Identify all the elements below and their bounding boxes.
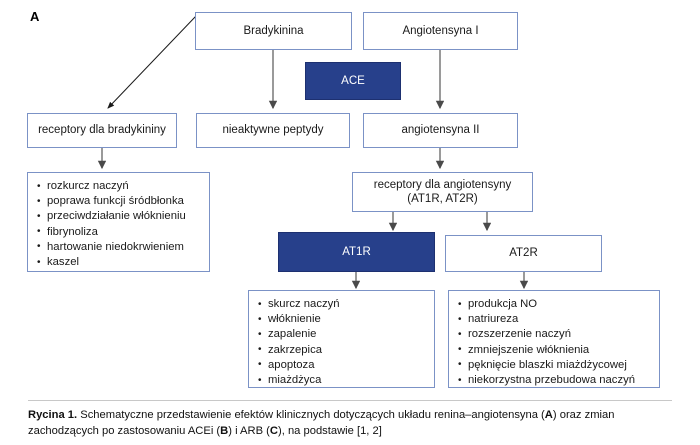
list-item: rozkurcz naczyń xyxy=(36,178,203,194)
caption-divider xyxy=(28,400,672,401)
node-at2r: AT2R xyxy=(445,235,602,272)
panel-label-a: A xyxy=(30,9,40,24)
list-at2r-effects: produkcja NO natriureza rozszerzenie nac… xyxy=(448,290,660,388)
node-nieaktywne-peptydy: nieaktywne peptydy xyxy=(196,113,350,148)
list-item: pęknięcie blaszki miażdżycowej xyxy=(457,357,653,373)
receptory-angiotensyny-line1: receptory dla angiotensyny xyxy=(373,178,512,191)
receptory-angiotensyny-line2: (AT1R, AT2R) xyxy=(407,193,478,205)
node-receptory-bradykininy: receptory dla bradykininy xyxy=(27,113,177,148)
list-item: włóknienie xyxy=(257,312,428,327)
list-item: produkcja NO xyxy=(457,296,653,312)
node-at1r: AT1R xyxy=(278,232,435,272)
bradykinin-effects-items: rozkurcz naczyń poprawa funkcji śródbłon… xyxy=(36,178,203,270)
caption-bold-a: A xyxy=(544,409,553,421)
node-receptory-angiotensyny: receptory dla angiotensyny (AT1R, AT2R) xyxy=(352,172,533,212)
node-ace: ACE xyxy=(305,62,401,100)
caption-text-1: Schematyczne przedstawienie efektów klin… xyxy=(77,409,545,421)
list-item: natriureza xyxy=(457,312,653,327)
list-item: zmniejszenie włóknienia xyxy=(457,342,653,358)
at1r-effects-items: skurcz naczyń włóknienie zapalenie zakrz… xyxy=(257,296,428,388)
node-angiotensyna-i: Angiotensyna I xyxy=(363,12,518,50)
list-item: niekorzystna przebudowa naczyń xyxy=(457,373,653,388)
caption-bold-c: C xyxy=(269,425,278,437)
list-item: fibrynoliza xyxy=(36,224,203,240)
caption-text-3: ) i ARB ( xyxy=(228,425,270,437)
caption-bold-b: B xyxy=(220,425,229,437)
caption-text-2: ) oraz zmian zachodzących po zastosowani… xyxy=(28,409,615,437)
list-item: przeciwdziałanie włóknieniu xyxy=(36,209,203,224)
list-item: poprawa funkcji śródbłonka xyxy=(36,194,203,209)
list-item: zapalenie xyxy=(257,327,428,342)
list-at1r-effects: skurcz naczyń włóknienie zapalenie zakrz… xyxy=(248,290,435,388)
list-item: skurcz naczyń xyxy=(257,296,428,312)
list-bradykinin-effects: rozkurcz naczyń poprawa funkcji śródbłon… xyxy=(27,172,210,272)
list-item: hartowanie niedokrwieniem xyxy=(36,239,203,255)
list-item: apoptoza xyxy=(257,357,428,373)
node-bradykinina: Bradykinina xyxy=(195,12,352,50)
caption-figure-number: Rycina 1. xyxy=(28,409,78,421)
list-item: zakrzepica xyxy=(257,342,428,358)
list-item: miażdżyca xyxy=(257,373,428,388)
list-item: rozszerzenie naczyń xyxy=(457,327,653,342)
figure-caption: Rycina 1. Schematyczne przedstawienie ef… xyxy=(28,407,676,439)
caption-text-4: ), na podstawie [1, 2] xyxy=(278,425,382,437)
list-item: kaszel xyxy=(36,255,203,270)
at2r-effects-items: produkcja NO natriureza rozszerzenie nac… xyxy=(457,296,653,388)
node-angiotensyna-ii: angiotensyna II xyxy=(363,113,518,148)
